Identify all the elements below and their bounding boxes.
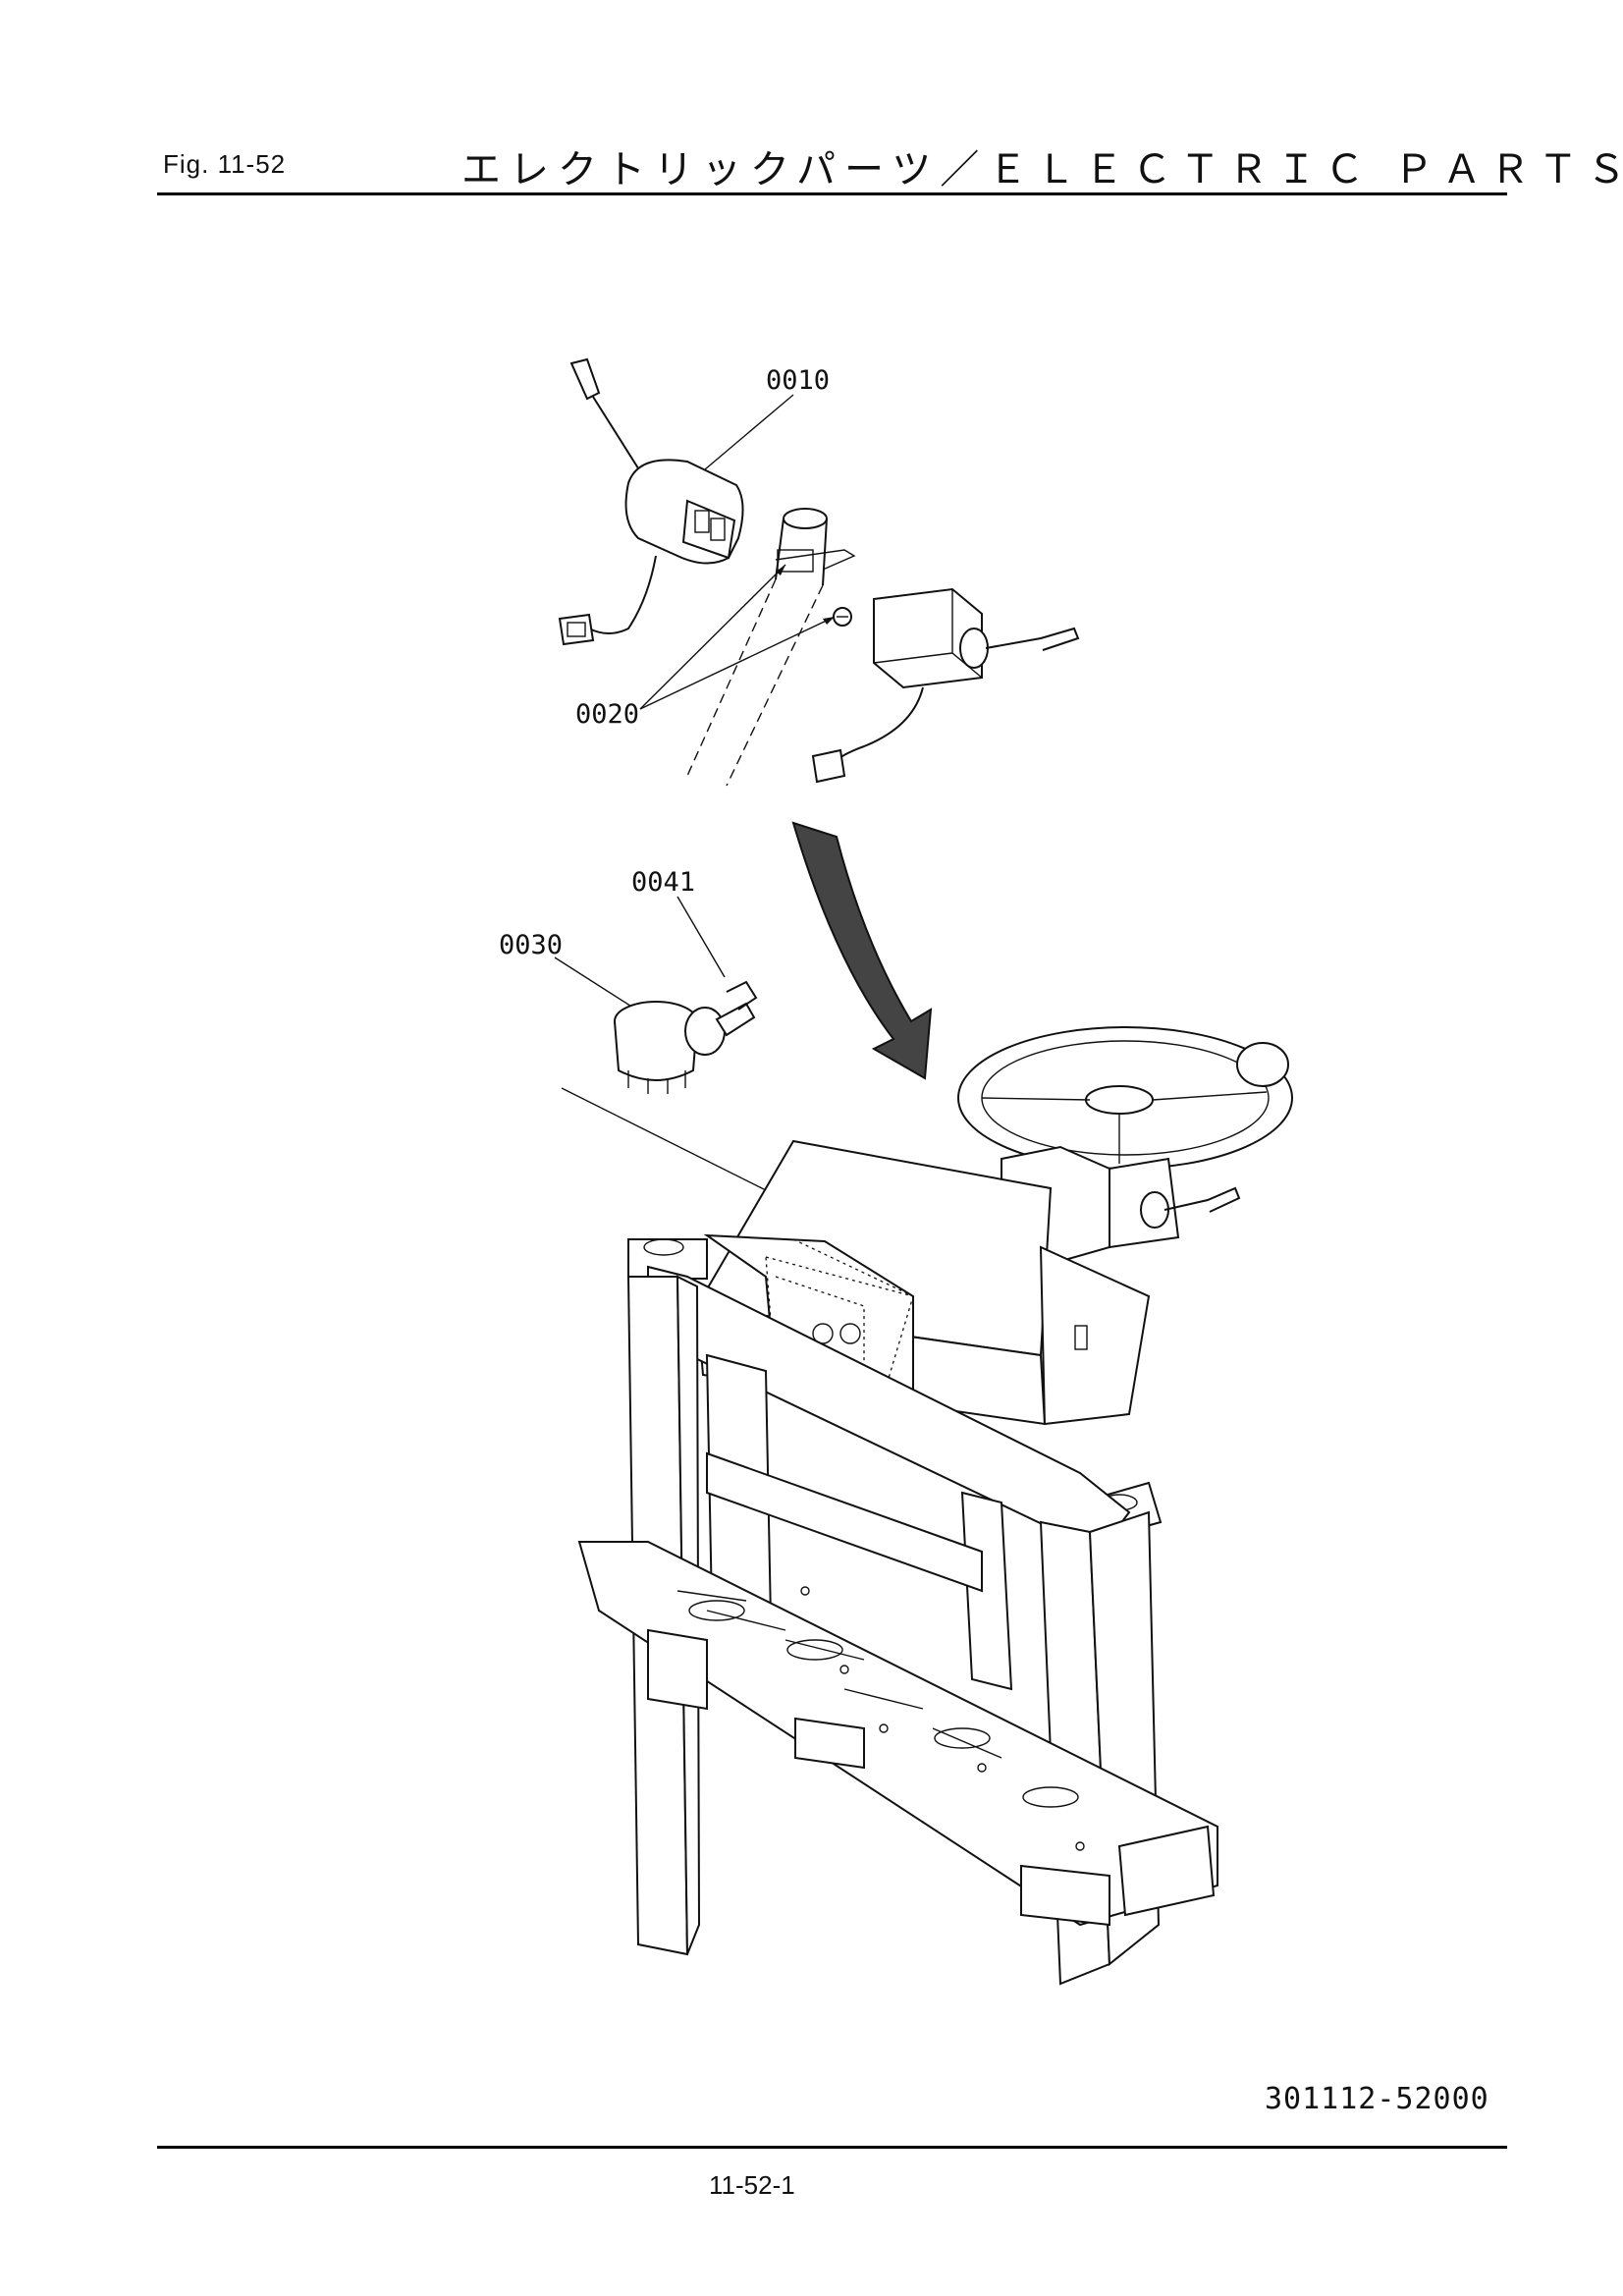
callout-0041[interactable]: 0041	[631, 867, 695, 898]
assembly-arrow-icon	[791, 821, 933, 1080]
footer-rule	[157, 2146, 1507, 2149]
header-rule	[157, 192, 1507, 195]
key-switch-part[interactable]	[614, 980, 758, 1094]
steering-column-outline	[686, 508, 856, 787]
lever-switch-part[interactable]	[811, 587, 1080, 784]
figure-number: Fig. 11-52	[163, 149, 287, 179]
page-title: エレクトリックパーツ／ＥＬＥＣＴＲＩＣ ＰＡＲＴＳ	[461, 147, 1623, 192]
screw-part[interactable]	[833, 607, 852, 627]
leader-lines	[554, 394, 836, 1011]
key-switch-leader	[561, 1087, 786, 1201]
steering-console-assembly	[577, 1026, 1293, 1986]
combination-switch-part[interactable]	[558, 357, 744, 646]
callout-0020[interactable]: 0020	[575, 699, 639, 730]
page-number: 11-52-1	[709, 2170, 795, 2200]
callout-0030[interactable]: 0030	[499, 930, 563, 960]
drawing-number: 301112-52000	[1265, 2082, 1489, 2116]
callout-0010[interactable]: 0010	[766, 365, 830, 396]
